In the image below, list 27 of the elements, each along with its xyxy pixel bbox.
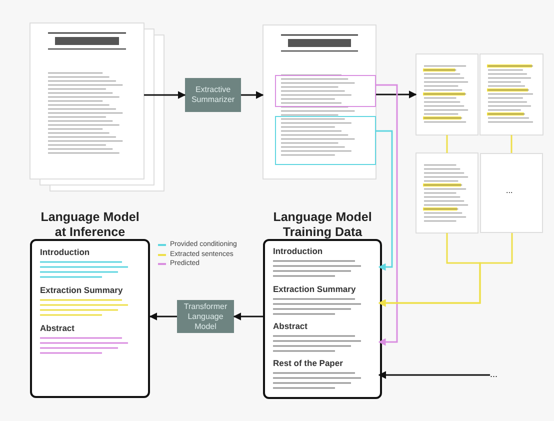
arrow [149, 312, 177, 320]
section-heading: Abstract [40, 323, 74, 333]
ellipsis-text: ... [490, 369, 504, 381]
process-box: Transformer Language Model [177, 300, 234, 333]
section-heading: Extraction Summary [273, 284, 356, 294]
highlight-frame [275, 116, 376, 165]
panel-title: Language Model Training Data [272, 210, 373, 240]
highlight-frame [275, 75, 376, 107]
document-page [480, 153, 543, 233]
arrow [144, 91, 186, 99]
section-heading: Introduction [40, 247, 90, 257]
arrow [378, 371, 490, 379]
arrow [376, 130, 393, 271]
arrow [233, 312, 263, 320]
panel-title: Language Model at Inference [40, 210, 140, 240]
section-heading: Rest of the Paper [273, 358, 343, 368]
ellipsis-text: ... [506, 186, 513, 195]
arrow [376, 84, 398, 346]
section-heading: Introduction [273, 246, 323, 256]
arrow [378, 233, 513, 307]
connector-line [510, 135, 512, 153]
process-box: Extractive Summarizer [185, 78, 241, 112]
arrow [241, 91, 264, 99]
connector-line [446, 135, 448, 153]
section-heading: Extraction Summary [40, 285, 123, 295]
arrow [376, 90, 417, 98]
section-heading: Abstract [273, 321, 308, 331]
